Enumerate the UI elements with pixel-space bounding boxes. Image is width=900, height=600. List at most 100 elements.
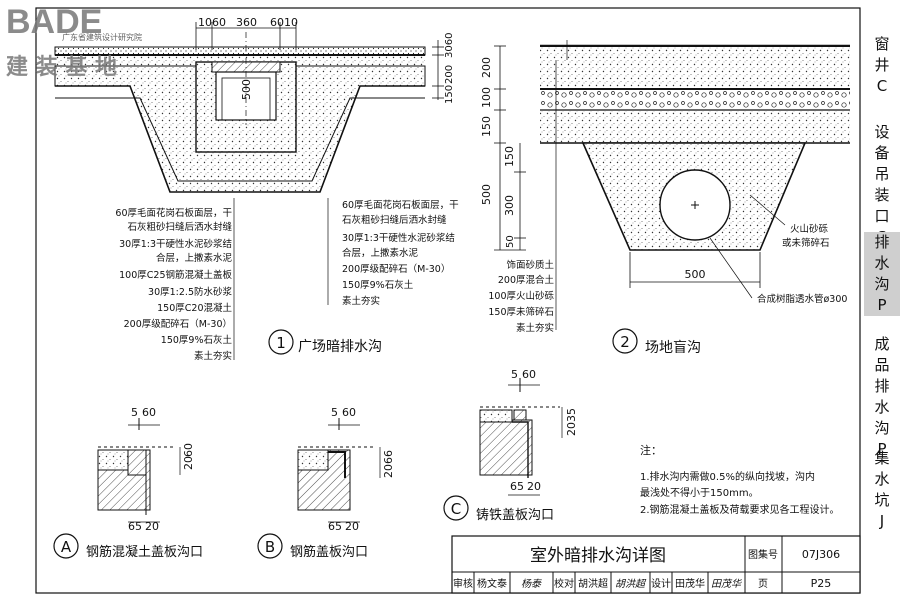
d1-dim-top-mid: 360 <box>236 16 257 29</box>
detail-c-dim: 20 <box>565 422 578 436</box>
tb-role-design: 设计 <box>651 577 671 590</box>
atlas-label: 图集号 <box>748 548 778 561</box>
d1-left-layer: 100厚C25钢筋混凝土盖板 <box>119 269 232 281</box>
atlas-number: 07J306 <box>802 548 840 561</box>
d2-dim-300: 300 <box>503 195 516 216</box>
d2-dim-bottom: 500 <box>685 268 706 281</box>
tb-sign-design: 田茂华 <box>711 578 742 590</box>
detail-b-dim: 5 <box>331 406 338 419</box>
d2-dim-100: 100 <box>480 87 493 108</box>
tb-sign-check: 胡洪超 <box>615 578 647 590</box>
d1-right-layer: 素土夯实 <box>342 295 380 307</box>
d1-left-layer: 石灰粗砂扫缝后洒水封缝 <box>127 221 232 233</box>
detail-c-dim: 20 <box>527 480 541 493</box>
d1-dim-top-right: 6010 <box>270 16 298 29</box>
d1-number: 1 <box>276 334 286 352</box>
detail-2-section: 200 100 150 500 150 300 50 500 <box>480 40 850 330</box>
side-index-item[interactable]: 集 水 坑 J <box>874 449 890 530</box>
detail-c-circle <box>443 495 469 521</box>
note-line: 2.钢筋混凝土盖板及荷载要求见各工程设计。 <box>640 503 840 516</box>
title-block <box>451 535 861 594</box>
d2-fill-note-2: 或未筛碎石 <box>782 237 830 249</box>
detail-a-section: 5 60 20 60 65 20 <box>97 406 195 533</box>
detail-a-circle <box>53 533 79 559</box>
d1-dim-right-2: 200 <box>444 65 455 84</box>
watermark-small: 广东省建筑设计研究院 <box>62 32 142 42</box>
d2-fill-note-1: 火山砂砾 <box>790 223 829 235</box>
d1-right-layer: 合层，上撒素水泥 <box>342 247 419 259</box>
d1-title: 广场暗排水沟 <box>298 339 382 355</box>
watermark-brand: BADE <box>6 3 102 41</box>
detail-c-section: 5 60 20 35 65 20 <box>479 368 578 496</box>
d2-dim-50: 50 <box>505 235 516 248</box>
detail-a-dim: 65 <box>128 520 142 533</box>
d1-left-layer-list: 60厚毛面花岗石板面层，干 石灰粗砂扫缝后洒水封缝 30厚1:3干硬性水泥砂浆结… <box>115 207 232 362</box>
d2-layer: 200厚混合土 <box>498 274 555 286</box>
side-index-item[interactable]: 设 备 吊 装 口 S <box>874 123 890 246</box>
detail-a-dim: 20 <box>182 456 195 470</box>
tb-name-design: 田茂华 <box>675 577 705 590</box>
side-index-item[interactable]: 成 品 排 水 沟 P <box>874 335 890 458</box>
watermark-cn: 建 装 基 地 <box>6 55 117 80</box>
d1-left-layer: 30厚1:3干硬性水泥砂浆结 <box>119 238 232 250</box>
detail-c-title: 铸铁盖板沟口 <box>476 507 554 523</box>
detail-c-dim: 5 <box>511 368 518 381</box>
tb-name-review: 杨文泰 <box>477 577 507 590</box>
d1-right-layer: 200厚级配碎石（M-30） <box>342 263 450 275</box>
d1-left-layer: 60厚毛面花岗石板面层，干 <box>115 207 232 219</box>
detail-a-title: 钢筋混凝土盖板沟口 <box>86 544 203 560</box>
d1-right-layer: 30厚1:3干硬性水泥砂浆结 <box>342 232 455 244</box>
detail-b-letter: B <box>265 538 275 556</box>
d2-dim-200: 200 <box>480 57 493 78</box>
detail-a-dim: 5 <box>131 406 138 419</box>
note-line: 1.排水沟内需做0.5%的纵向找坡，沟内 <box>640 470 815 483</box>
side-index-item[interactable]: 窗 井 C <box>874 35 890 95</box>
tb-name-check: 胡洪超 <box>578 577 608 590</box>
drawing-title: 室外暗排水沟详图 <box>530 546 666 566</box>
d2-title: 场地盲沟 <box>645 339 701 356</box>
d1-left-layer: 合层，上撒素水泥 <box>156 252 233 264</box>
d2-number: 2 <box>620 333 630 351</box>
d1-right-layer: 150厚9%石灰土 <box>342 279 414 291</box>
detail-c-letter: C <box>451 500 461 518</box>
d2-number-circle <box>612 328 638 354</box>
d2-dim-150: 150 <box>480 116 493 137</box>
d1-left-layer: 150厚C20混凝土 <box>157 302 232 314</box>
detail-b-title: 钢筋盖板沟口 <box>290 544 368 560</box>
detail-c-dim: 60 <box>522 368 536 381</box>
notes-block: 注： 1.排水沟内需做0.5%的纵向找坡，沟内 最浅处不得小于150mm。 2.… <box>640 443 840 516</box>
detail-a-dim: 20 <box>145 520 159 533</box>
tb-role-check: 校对 <box>554 577 574 590</box>
detail-b-section: 5 60 20 66 65 20 <box>297 406 395 533</box>
note-line: 最浅处不得小于150mm。 <box>640 486 759 499</box>
watermark-logo: BADE 建 装 基 地 广东省建筑设计研究院 <box>6 3 142 80</box>
d1-left-layer: 200厚级配碎石（M-30） <box>124 318 232 330</box>
side-index-item[interactable]: 排 水 沟 P <box>864 232 900 316</box>
detail-c-dim: 35 <box>565 408 578 422</box>
detail-b-dim: 65 <box>328 520 342 533</box>
d1-dim-right-1: 3060 <box>444 33 455 58</box>
detail-a-letter: A <box>61 538 72 556</box>
detail-a-dim: 60 <box>182 443 195 457</box>
detail-b-circle <box>257 533 283 559</box>
d2-dim-150b: 150 <box>503 146 516 167</box>
d1-left-layer: 150厚9%石灰土 <box>161 334 233 346</box>
detail-b-dim: 20 <box>345 520 359 533</box>
d1-dim-top-left: 1060 <box>198 16 226 29</box>
d1-dim-inner: 500 <box>240 79 253 100</box>
d1-left-layer: 素土夯实 <box>194 350 232 362</box>
detail-b-dim: 60 <box>342 406 356 419</box>
detail-c-dim: 65 <box>510 480 524 493</box>
d1-right-layer-list: 60厚毛面花岗石板面层，干 石灰粗砂扫缝后洒水封缝 30厚1:3干硬性水泥砂浆结… <box>342 199 459 307</box>
d1-right-layer: 60厚毛面花岗石板面层，干 <box>342 199 459 211</box>
d2-layer: 饰面砂质土 <box>506 259 554 271</box>
d1-left-layer: 30厚1:2.5防水砂浆 <box>148 286 232 298</box>
tb-role-review: 审核 <box>453 577 473 590</box>
tb-sign-review: 杨泰 <box>521 578 542 590</box>
notes-heading: 注： <box>640 443 662 457</box>
d2-layer-list: 饰面砂质土 200厚混合土 100厚火山砂砾 150厚未筛碎石 素土夯实 <box>488 259 554 334</box>
detail-a-dim: 60 <box>142 406 156 419</box>
page-label: 页 <box>758 578 768 590</box>
d1-number-circle <box>268 329 294 355</box>
d2-layer: 150厚未筛碎石 <box>488 306 554 318</box>
